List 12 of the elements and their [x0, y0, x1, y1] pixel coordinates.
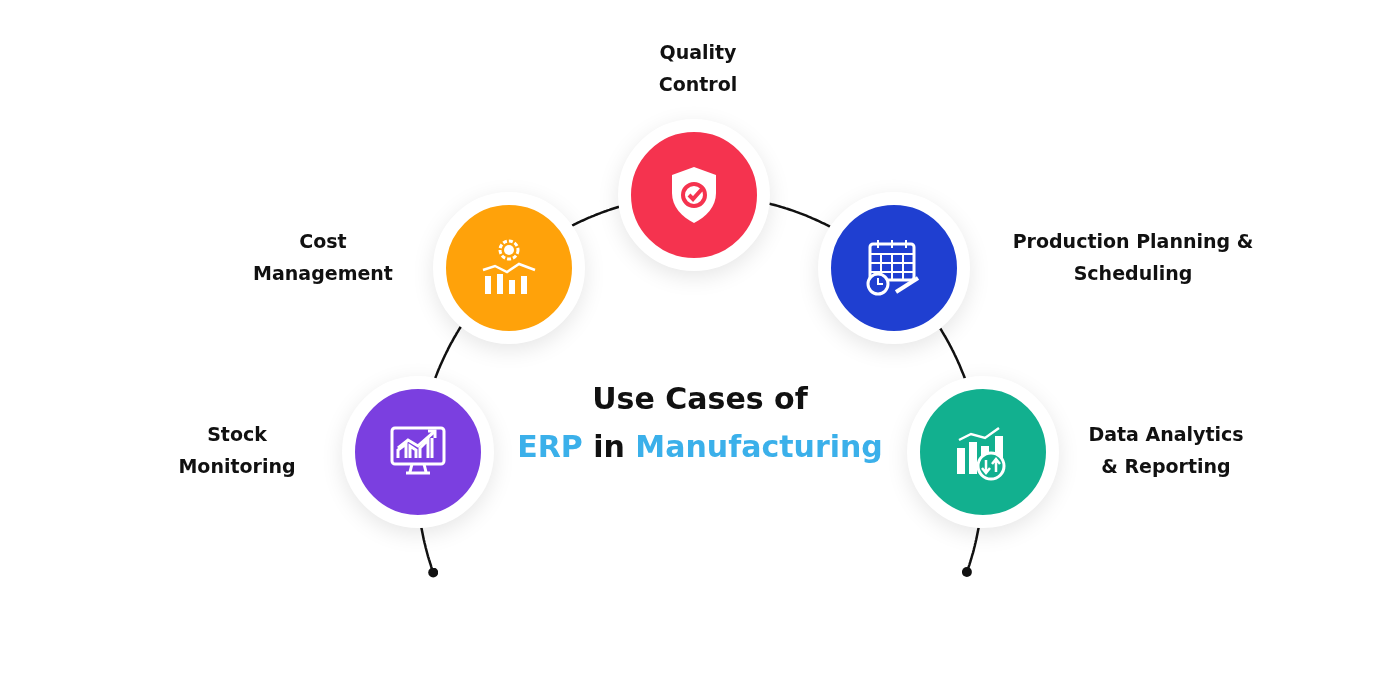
use-case-label: Quality Control	[657, 40, 739, 97]
diagram-title: Use Cases of ERP in Manufacturing	[516, 380, 884, 466]
arc-connector	[420, 527, 439, 578]
use-case-label: Data Analytics & Reporting	[1087, 422, 1245, 479]
use-case-label: Production Planning & Scheduling	[1011, 229, 1255, 286]
arc-connector	[434, 326, 462, 379]
arc-connector	[939, 327, 966, 379]
arc-connector	[961, 527, 980, 577]
arc-connector	[571, 205, 620, 227]
use-case-label: Stock Monitoring	[177, 422, 297, 479]
arc-connector	[768, 202, 831, 228]
use-case-label: Cost Management	[252, 229, 394, 286]
